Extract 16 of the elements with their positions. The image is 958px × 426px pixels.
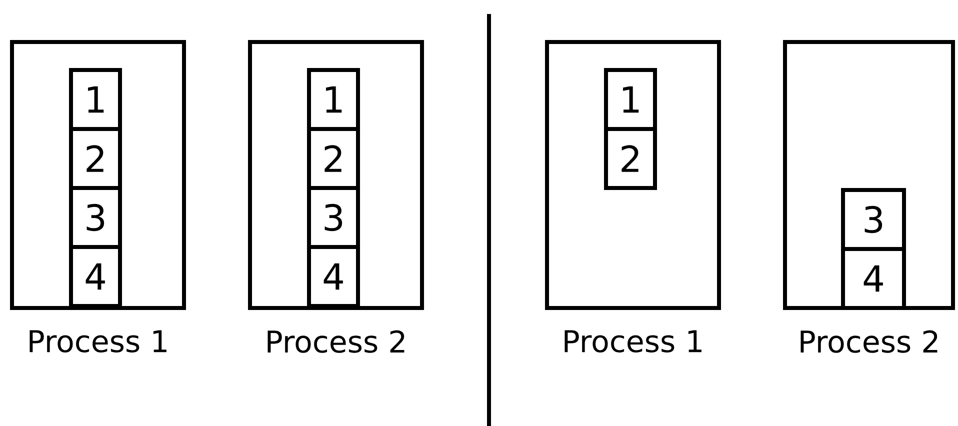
numbered-box: 2	[69, 127, 122, 190]
numbered-box: 1	[69, 68, 122, 131]
numbered-box: 3	[69, 186, 122, 249]
numbered-box: 2	[307, 127, 360, 190]
numbered-box: 1	[604, 68, 657, 131]
node-label: Process 2	[800, 330, 938, 353]
node-label: Process 2	[268, 330, 404, 353]
numbered-box: 3	[841, 188, 906, 251]
numbered-box: 4	[69, 245, 122, 308]
numbered-box: 1	[307, 68, 360, 131]
node-label: Process 1	[564, 330, 702, 352]
numbered-box: 4	[307, 245, 360, 308]
numbered-box: 2	[604, 127, 657, 190]
numbered-box: 3	[307, 186, 360, 249]
numbered-box: 4	[841, 247, 906, 310]
node-label: Process 1	[30, 330, 166, 352]
